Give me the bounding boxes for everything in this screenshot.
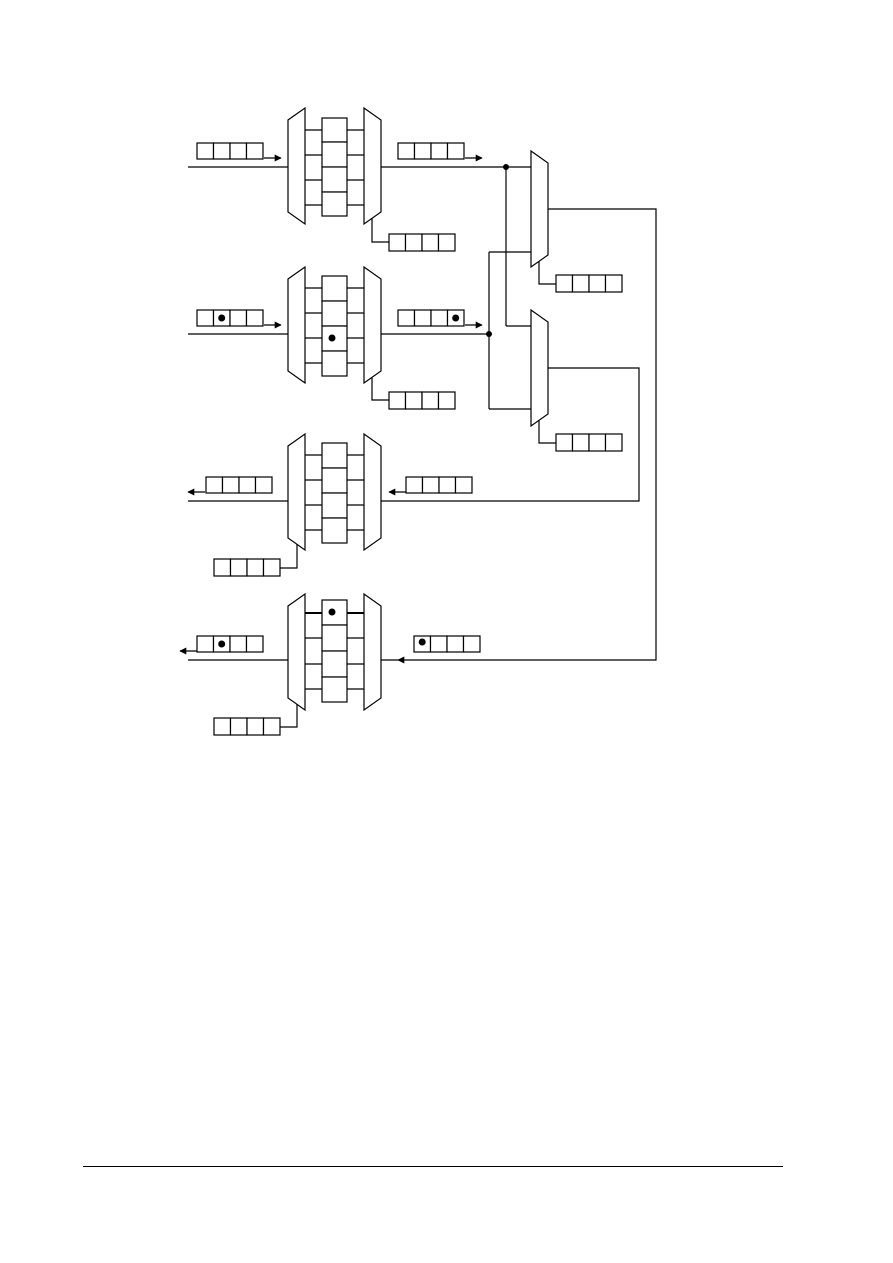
port-2-outgoing-packet [397, 309, 465, 327]
switch-bottom [530, 308, 549, 428]
port-3-control-word [213, 558, 281, 577]
port-1-output-mux [363, 106, 382, 226]
port-2-outgoing-dot [452, 314, 460, 322]
port-3-incoming-packet [405, 476, 473, 494]
port-4-outgoing-dot [218, 640, 226, 648]
port-1-outgoing-packet [397, 142, 465, 160]
port-4-control-word [213, 717, 281, 736]
port-3-outgoing-packet [205, 476, 273, 494]
port-2-input-mux [287, 265, 306, 385]
switch-top [530, 149, 549, 269]
switch-top-output-link [397, 208, 657, 664]
switch-bottom-control-link [538, 420, 556, 444]
port-4 [179, 592, 481, 736]
port-2-control-word [388, 391, 456, 410]
port-2-output-mux [363, 265, 382, 385]
port-1-input-mux [287, 106, 306, 226]
port-4-buffer-dot [328, 608, 336, 616]
port-3-buffer [305, 442, 364, 544]
port-1 [188, 106, 506, 252]
port-4-outgoing-packet [196, 635, 264, 653]
port-3-output-mux [363, 432, 382, 552]
port-4-input-mux [287, 592, 306, 712]
port-4-incoming-dot [418, 638, 426, 646]
switch-bottom-control-word [555, 433, 623, 452]
port-2-buffer-dot [328, 334, 336, 342]
port-4-output-mux [363, 592, 382, 712]
port-2-control-link [371, 377, 389, 401]
port-4-buffer [305, 599, 364, 703]
switch-top-control-word [555, 274, 623, 293]
crossbar [381, 149, 657, 664]
port-1-control-word [388, 233, 456, 252]
junction-port-1 [503, 164, 509, 170]
port-3 [187, 432, 473, 577]
port-3-control-link [280, 544, 298, 569]
port-2-incoming-dot [218, 314, 226, 322]
port-4-control-link [280, 704, 298, 728]
junction-port-2 [486, 331, 492, 337]
port-3-input-mux [287, 432, 306, 552]
port-2 [188, 265, 489, 410]
switch-top-control-link [538, 261, 556, 285]
port-1-buffer [305, 117, 364, 217]
port-2-incoming-packet [196, 309, 264, 327]
port-1-control-link [371, 218, 389, 243]
port-2-buffer [305, 275, 364, 377]
port-4-incoming-packet [413, 635, 481, 653]
port-1-incoming-packet [196, 142, 264, 160]
footer-rule [83, 1166, 783, 1167]
switch-bottom-output-link [381, 367, 640, 502]
